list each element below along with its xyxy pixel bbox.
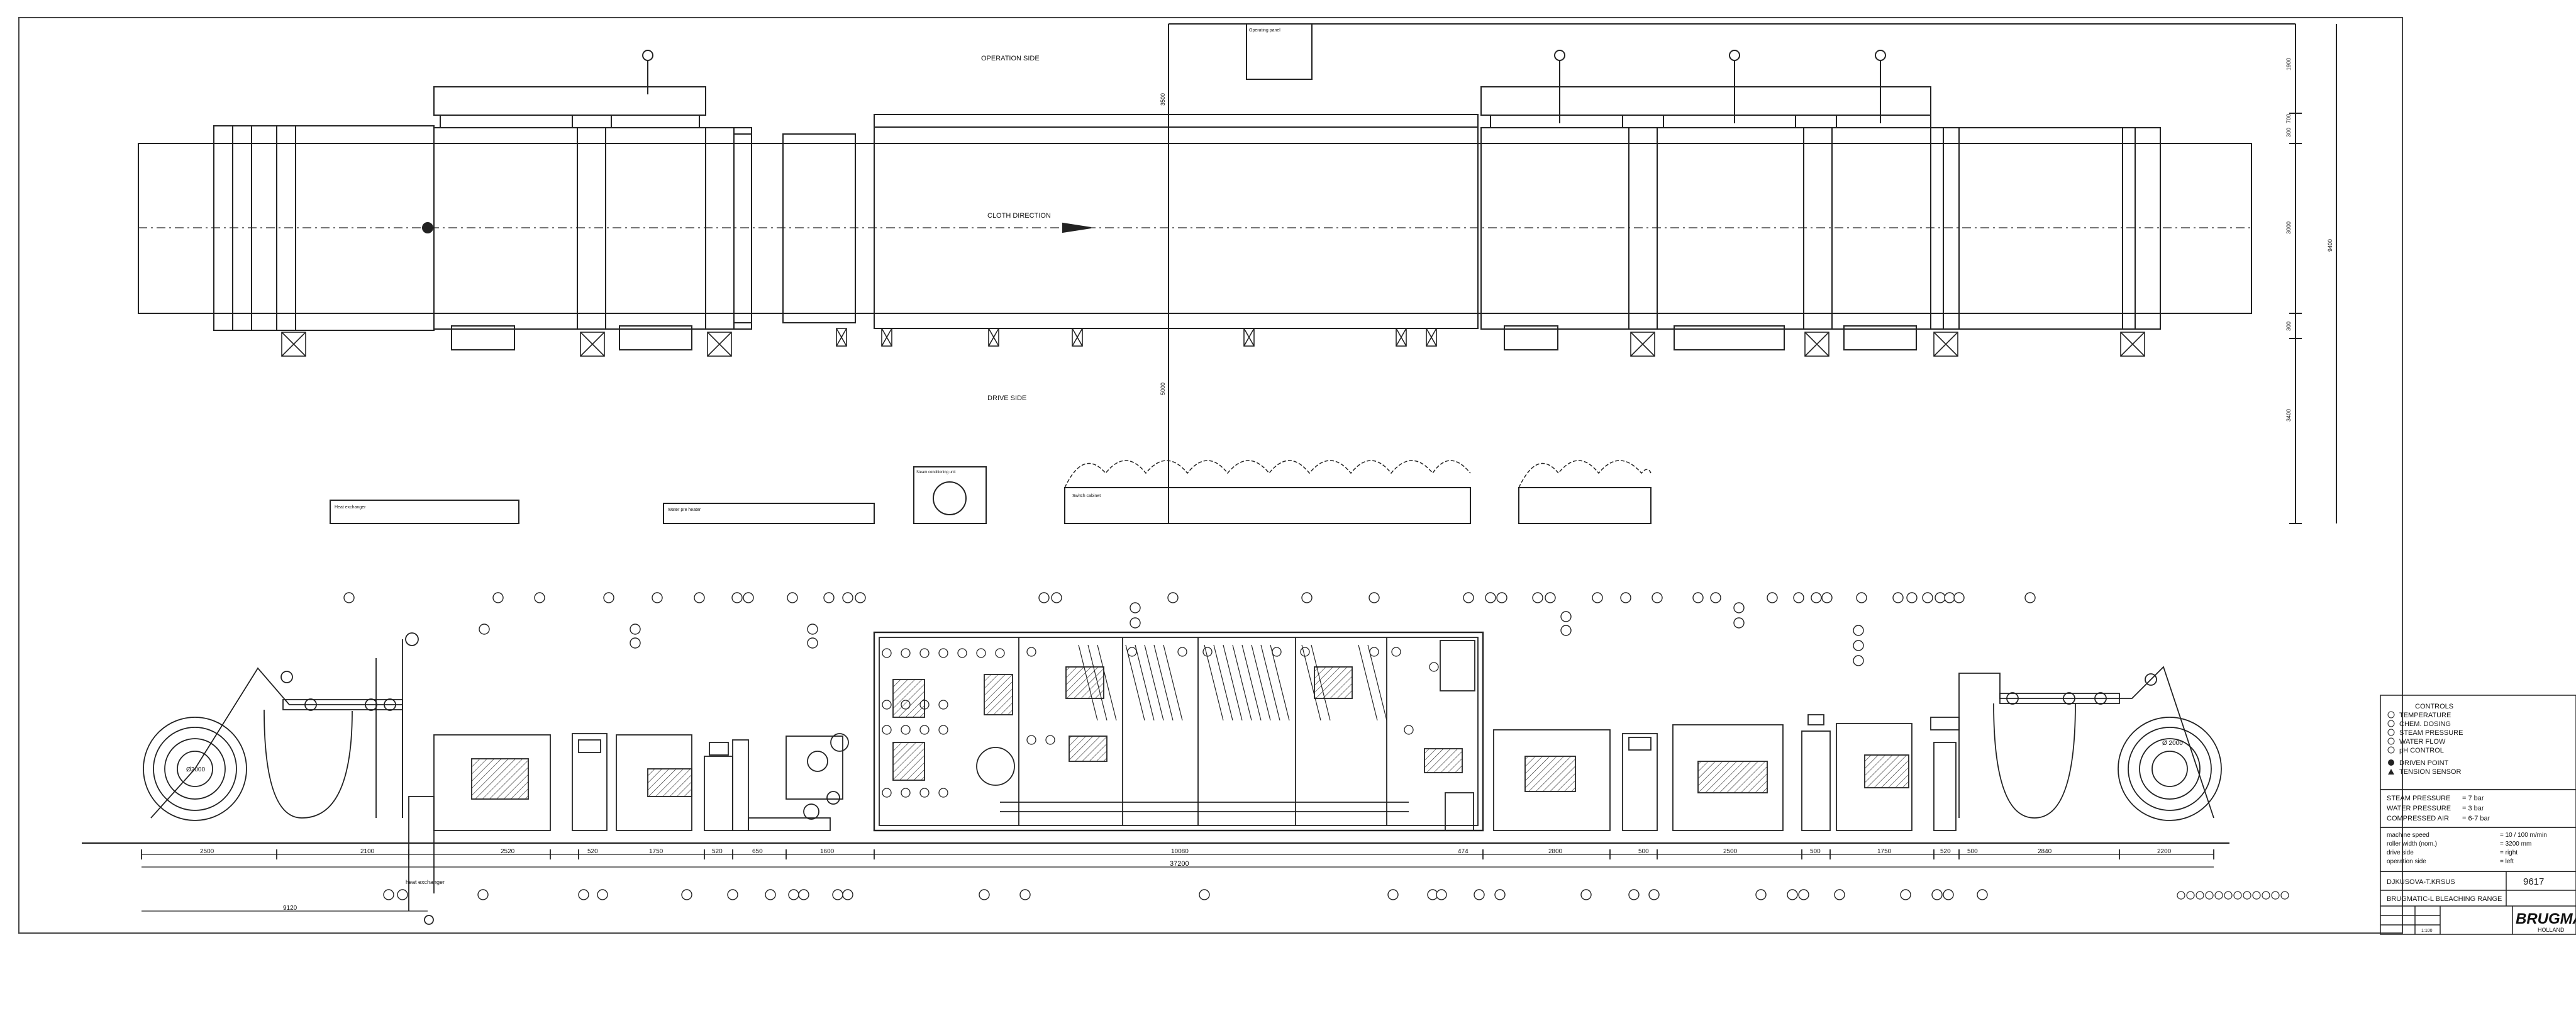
svg-text:2520: 2520 <box>501 848 515 855</box>
elevation-callouts <box>343 592 2036 900</box>
svg-text:474: 474 <box>1458 848 1468 855</box>
svg-text:3400: 3400 <box>2285 409 2292 422</box>
svg-text:1750: 1750 <box>649 848 663 855</box>
svg-text:2200: 2200 <box>2157 848 2172 855</box>
svg-text:operation side: operation side <box>2387 858 2426 865</box>
company-logo: BRUGMAN <box>2516 910 2576 927</box>
svg-text:= 7 bar: = 7 bar <box>2462 795 2484 802</box>
legend-item: pH CONTROL <box>2399 747 2444 754</box>
plan-view <box>138 23 2337 524</box>
operating-panel-box <box>1246 23 1313 80</box>
svg-text:WATER PRESSURE: WATER PRESSURE <box>2387 805 2451 812</box>
svg-text:STEAM PRESSURE: STEAM PRESSURE <box>2387 795 2450 802</box>
side-elevation <box>82 631 2229 925</box>
drive-side-label: DRIVE SIDE <box>987 394 1026 402</box>
svg-text:5000: 5000 <box>1160 383 1166 395</box>
svg-text:10080: 10080 <box>1171 848 1189 855</box>
operation-side-label: OPERATION SIDE <box>981 55 1040 62</box>
callout-row <box>2177 891 2289 900</box>
svg-text:2500: 2500 <box>1723 848 1738 855</box>
legend-item: CHEM. DOSING <box>2399 720 2451 728</box>
steamer-housing <box>873 631 1484 832</box>
svg-text:COMPRESSED AIR: COMPRESSED AIR <box>2387 815 2449 822</box>
svg-text:2500: 2500 <box>200 848 214 855</box>
svg-text:drive side: drive side <box>2387 849 2414 856</box>
company-subtitle: HOLLAND <box>2538 927 2565 933</box>
svg-text:2100: 2100 <box>360 848 375 855</box>
title-block <box>2380 871 2576 935</box>
legend-box: CONTROLS TEMPERATURE CHEM. DOSING STEAM … <box>2380 695 2576 790</box>
svg-text:machine speed: machine speed <box>2387 832 2429 839</box>
operating-panel-label: Operating panel <box>1249 28 1280 33</box>
legend-item: DRIVEN POINT <box>2399 759 2449 767</box>
svg-text:300: 300 <box>2285 128 2292 137</box>
svg-text:= right: = right <box>2500 849 2518 856</box>
legend-item: TENSION SENSOR <box>2399 768 2461 776</box>
sheet-border <box>18 17 2403 934</box>
svg-text:520: 520 <box>1940 848 1951 855</box>
specs-box: STEAM PRESSURE = 7 bar WATER PRESSURE = … <box>2380 789 2576 828</box>
svg-text:2800: 2800 <box>1548 848 1563 855</box>
heat-exchanger-note: heat exchanger <box>406 879 445 885</box>
legend-item: STEAM PRESSURE <box>2399 729 2463 737</box>
svg-text:1750: 1750 <box>1877 848 1892 855</box>
svg-text:520: 520 <box>712 848 723 855</box>
svg-text:= 3 bar: = 3 bar <box>2462 805 2484 812</box>
svg-text:2840: 2840 <box>2038 848 2052 855</box>
svg-text:1600: 1600 <box>820 848 835 855</box>
legend-title: CONTROLS <box>2415 703 2453 710</box>
left-roll-diameter: Ø2000 <box>186 766 205 773</box>
switch-cabinet-label: Switch cabinet <box>1072 494 1101 498</box>
heat-exchanger-label: Heat exchanger <box>335 505 366 510</box>
svg-text:3000: 3000 <box>2285 221 2292 234</box>
legend-item: WATER FLOW <box>2399 738 2446 746</box>
svg-text:500: 500 <box>1810 848 1821 855</box>
plan-total-dimension: 9400 <box>2327 239 2333 252</box>
svg-text:= 6-7 bar: = 6-7 bar <box>2462 815 2490 822</box>
cloth-direction-label: CLOTH DIRECTION <box>987 212 1051 220</box>
svg-text:= 3200 mm: = 3200 mm <box>2500 841 2531 848</box>
legend-item: TEMPERATURE <box>2399 712 2451 719</box>
svg-text:300: 300 <box>2285 322 2292 331</box>
plan-right-dimensions: 1900 700 300 3000 300 3400 9400 3500 500… <box>1160 58 2333 422</box>
svg-text:500: 500 <box>1638 848 1649 855</box>
machine-data-box: machine speed = 10 / 100 m/min roller wi… <box>2380 827 2576 872</box>
svg-text:= 10 / 100 m/min: = 10 / 100 m/min <box>2500 832 2547 839</box>
svg-text:= left: = left <box>2500 858 2514 865</box>
svg-text:1900: 1900 <box>2285 58 2292 70</box>
right-roll-diameter: Ø 2000 <box>2162 740 2183 747</box>
svg-text:3500: 3500 <box>1160 93 1166 106</box>
svg-text:520: 520 <box>587 848 598 855</box>
drawing-scale: 1:100 <box>2421 929 2433 933</box>
elevation-dimensions: 2500 2100 2520 520 1750 520 650 1600 100… <box>186 740 2183 912</box>
drawing-number: 9617 <box>2523 876 2544 887</box>
svg-text:650: 650 <box>752 848 763 855</box>
svg-text:700: 700 <box>2285 114 2292 123</box>
water-pre-heater-label: Water pre heater <box>668 508 701 512</box>
svg-text:roller width (nom.): roller width (nom.) <box>2387 841 2437 848</box>
svg-text:9120: 9120 <box>283 905 297 912</box>
steam-conditioning-label: Steam conditioning unit <box>916 471 956 474</box>
customer-name: DJKUSOVA-T.KRSUS <box>2387 878 2455 886</box>
svg-text:500: 500 <box>1967 848 1978 855</box>
drawing-description: BRUGMATIC-L BLEACHING RANGE <box>2387 895 2502 903</box>
total-length-dimension: 37200 <box>1170 860 1189 868</box>
right-cloth-roll <box>2118 717 2222 821</box>
left-cloth-roll <box>143 717 247 821</box>
